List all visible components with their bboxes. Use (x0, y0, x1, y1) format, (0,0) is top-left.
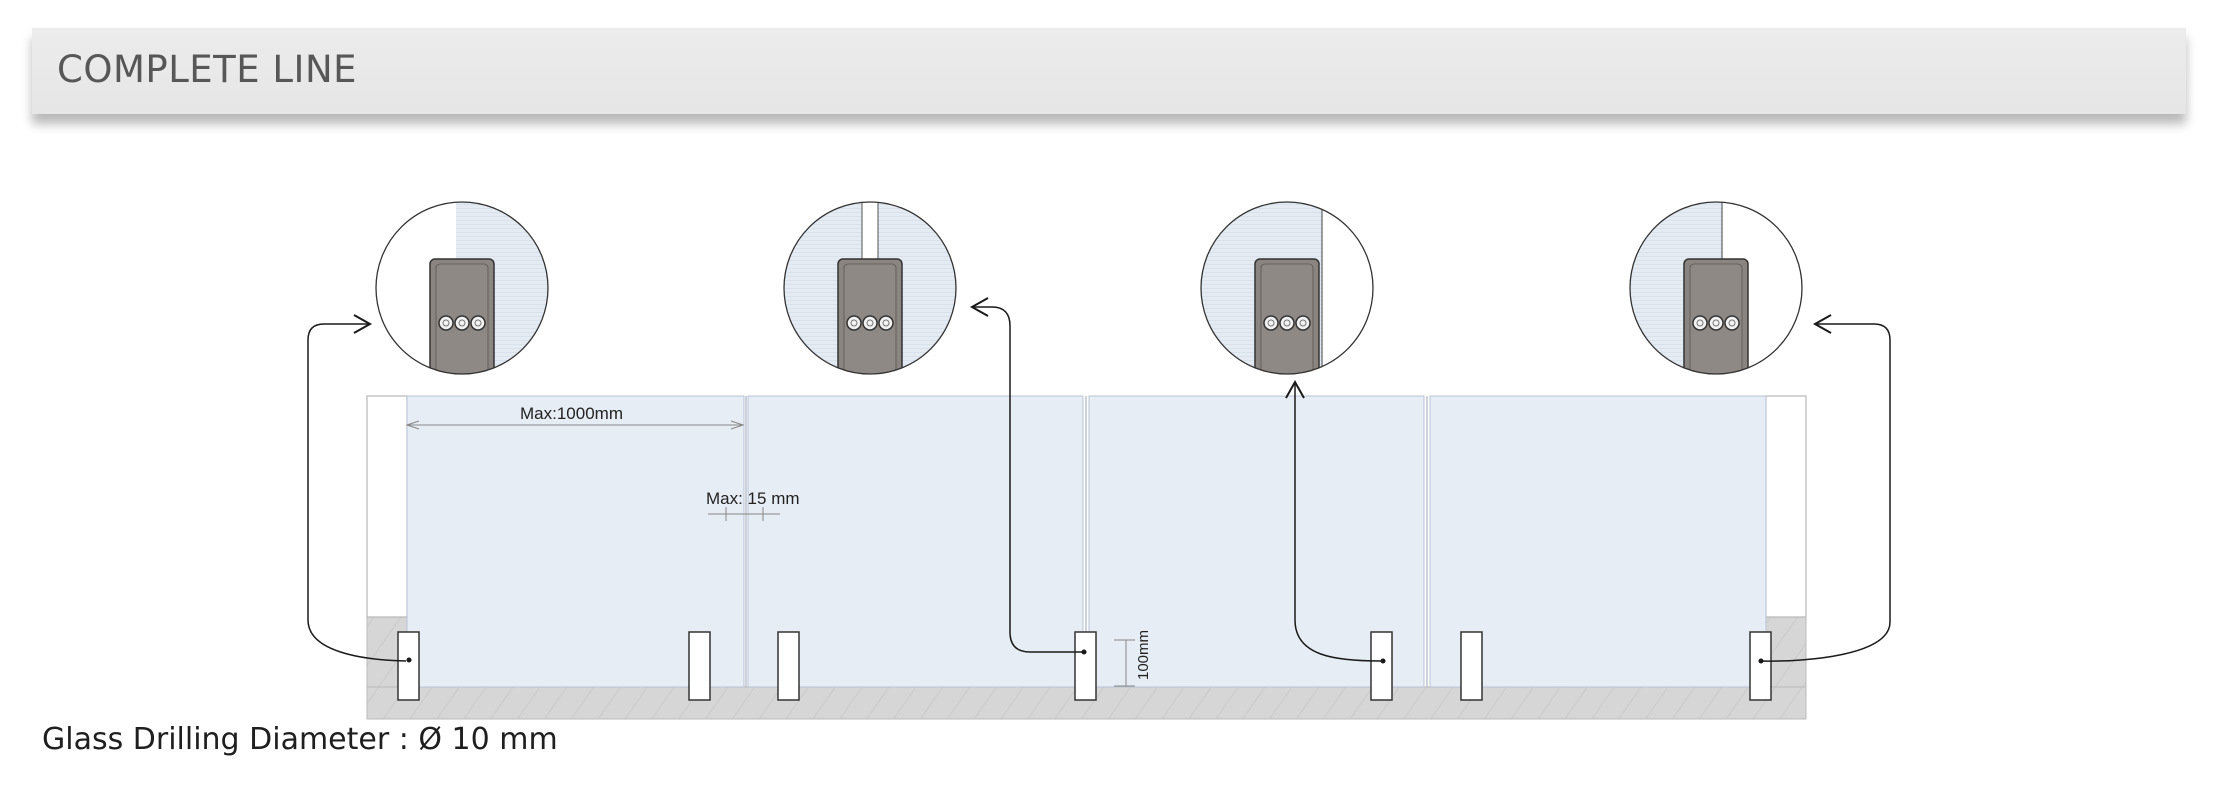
bolt-icon (438, 315, 486, 331)
bolts (438, 315, 1740, 331)
clamp-1 (397, 631, 420, 701)
clamp-7 (1749, 631, 1772, 701)
glass-panel-2 (747, 395, 1084, 688)
page-title: COMPLETE LINE (57, 48, 358, 91)
glass-panels (406, 395, 1767, 688)
clamps (397, 631, 1772, 701)
glass-panel-1 (406, 395, 745, 688)
bolt-icon (846, 315, 894, 331)
callout-arrow-corner (1285, 379, 1382, 662)
span-dimension-label: Max:1000mm (520, 404, 623, 423)
glass-panel-3 (1088, 395, 1425, 688)
callout-arrows (307, 297, 1891, 664)
bolt-icon (1692, 315, 1740, 331)
height-dimension: 100mm (1114, 630, 1152, 687)
gap-dimension: Max: 15 mm (706, 489, 800, 521)
height-dimension-label: 100mm (1135, 630, 1152, 680)
gap-dimension-label: Max: 15 mm (706, 489, 800, 508)
callout-arrow-end-right (1761, 314, 1891, 662)
clamp-6 (1460, 631, 1483, 701)
end-walls (366, 395, 1807, 618)
span-dimension: Max:1000mm (407, 404, 743, 425)
detail-circle-middle (783, 201, 957, 375)
detail-circle-end-right (1629, 201, 1803, 375)
callout-arrow-middle (969, 297, 1083, 653)
bolt-icon (1263, 315, 1311, 331)
clamp-4 (1074, 631, 1097, 701)
header-banner: COMPLETE LINE (32, 28, 2186, 114)
clamp-3 (777, 631, 800, 701)
clamp-5 (1370, 631, 1393, 701)
drilling-diameter-note: Glass Drilling Diameter : Ø 10 mm (42, 722, 558, 757)
clamp-2 (688, 631, 711, 701)
detail-circle-corner (1200, 201, 1374, 375)
detail-circle-end-left (375, 201, 549, 375)
glass-panel-4 (1429, 395, 1767, 688)
callout-arrow-end-left (307, 314, 407, 662)
